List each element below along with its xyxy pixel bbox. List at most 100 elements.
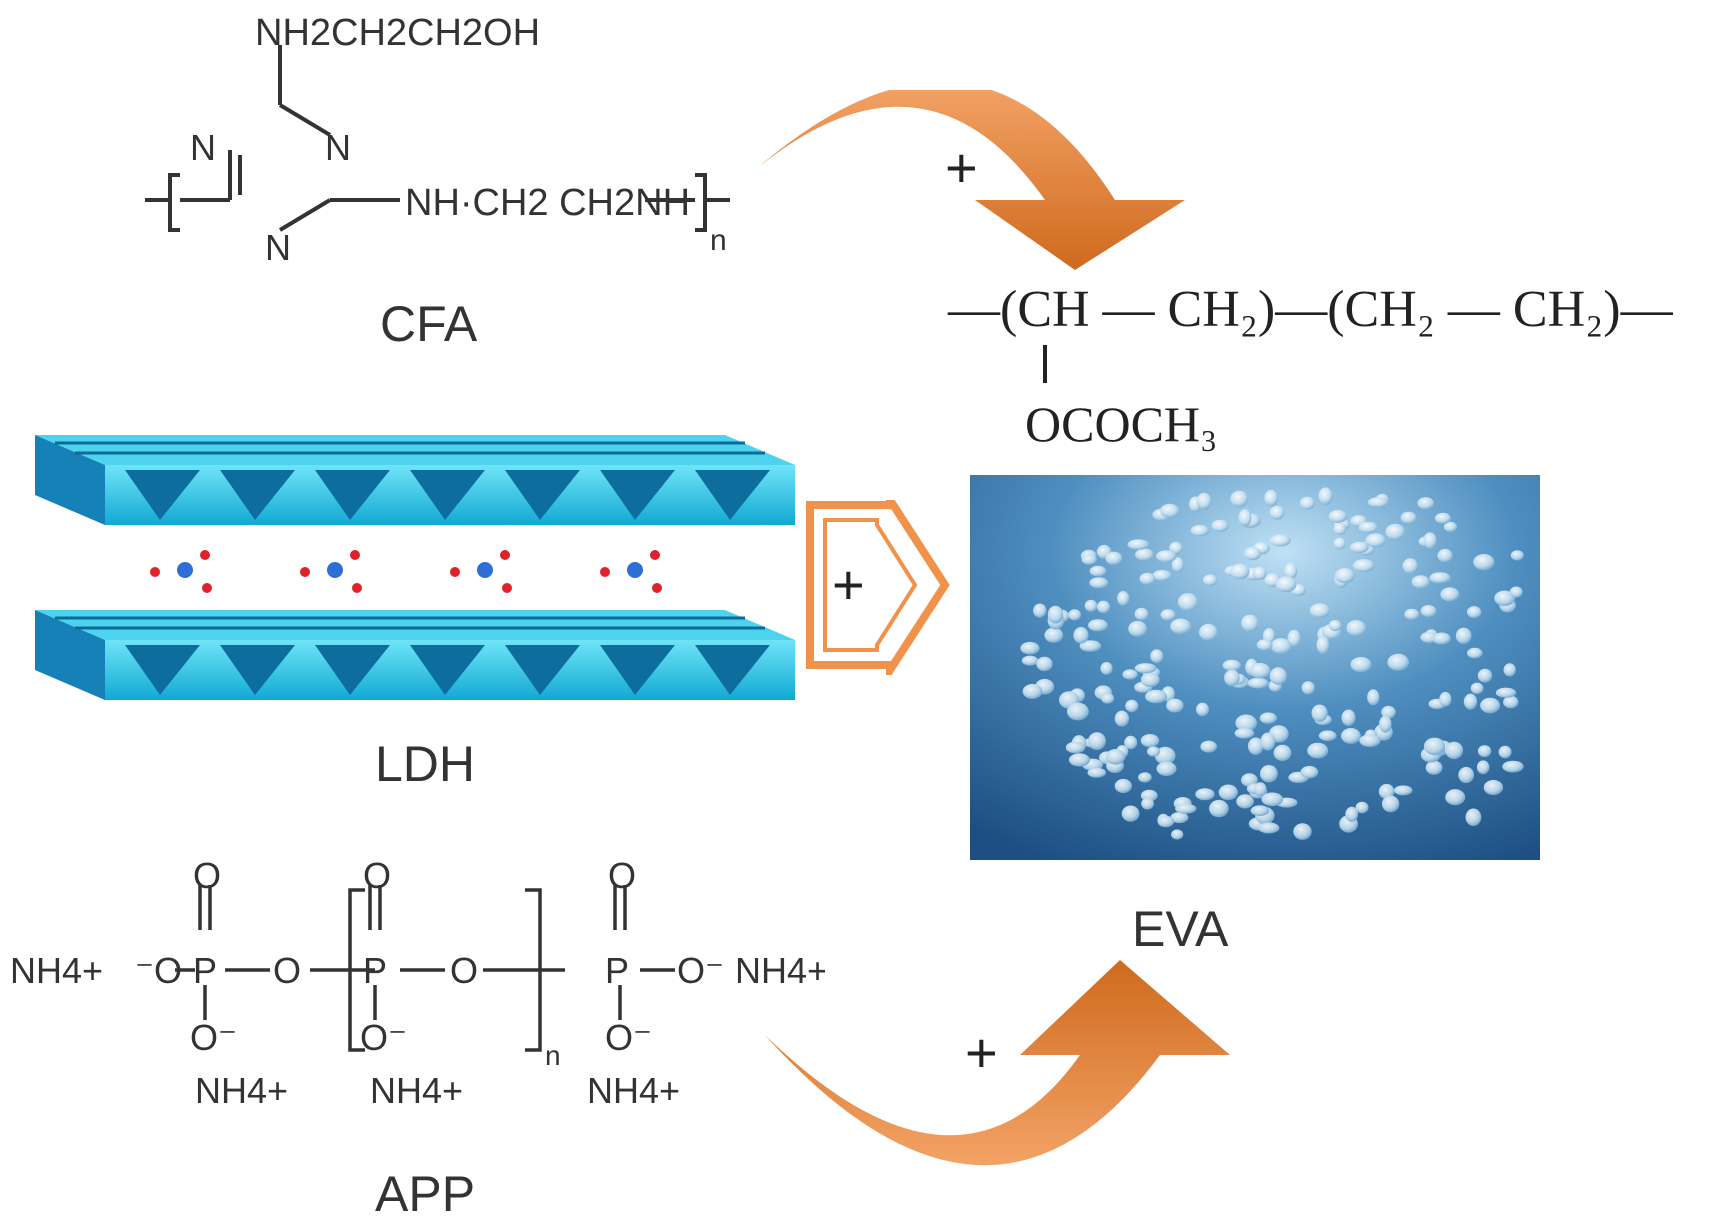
eva-pellet [1260, 765, 1278, 783]
ring-n-bottom: N [265, 227, 291, 268]
eva-pellet [1355, 801, 1369, 814]
eva-formula: —(CH — CH₂)—(CH₂ — CH₂)— [948, 281, 1673, 338]
eva-pellet [1079, 640, 1102, 652]
app-nh4-1: NH4+ [195, 1070, 288, 1110]
eva-pellet [1345, 806, 1359, 822]
eva-branch-bond [1043, 345, 1047, 383]
eva-pellet [1067, 702, 1089, 721]
eva-pellets-image [970, 475, 1540, 860]
eva-pellet [1250, 805, 1270, 816]
eva-pellet [1135, 548, 1154, 561]
eva-pellet [1222, 659, 1241, 671]
eva-pellet [1101, 693, 1115, 704]
eva-pellet [1253, 782, 1267, 797]
eva-pellet [1483, 779, 1504, 796]
app-o-minus-left: ⁻O [135, 950, 182, 991]
eva-pellet [1236, 794, 1254, 809]
eva-pellet [1273, 744, 1292, 761]
app-o-bridge-1: O [273, 950, 301, 991]
eva-pellet [1065, 741, 1086, 754]
eva-pellet [1020, 641, 1040, 655]
bottom-plus: + [965, 1021, 998, 1084]
eva-pellet [1199, 623, 1218, 641]
eva-pellet [1350, 541, 1369, 554]
cfa-repeat: n [710, 224, 727, 257]
eva-pellet [1229, 563, 1250, 580]
ring-n-right: N [325, 127, 351, 168]
eva-pellet [1100, 662, 1113, 675]
eva-pellet [1230, 490, 1249, 508]
eva-pellet [1341, 709, 1356, 726]
eva-pellet [1117, 591, 1130, 606]
app-nh4-left: NH4+ [10, 950, 103, 991]
eva-pellet [1154, 746, 1176, 765]
eva-pellet [1328, 620, 1342, 632]
eva-pellet [1270, 638, 1292, 654]
eva-pellet [1333, 537, 1346, 550]
eva-pellet [1259, 712, 1277, 724]
eva-pellet [1429, 572, 1451, 584]
eva-pellet [1175, 803, 1197, 814]
eva-pellet [1166, 698, 1184, 713]
eva-pellet [1235, 714, 1257, 732]
app-nh4-3: NH4+ [587, 1070, 680, 1110]
eva-pellet [1510, 550, 1524, 561]
eva-pellet [1341, 728, 1361, 744]
eva-pellet [1241, 614, 1259, 632]
eva-pellet [1244, 547, 1261, 561]
eva-pellet [1367, 497, 1389, 508]
eva-pellet [1477, 668, 1493, 683]
eva-pellet [1124, 735, 1138, 750]
eva-pellet [1036, 656, 1053, 672]
eva-pellet [1379, 715, 1392, 733]
eva-label: EVA [1132, 901, 1229, 957]
eva-pellet [1425, 760, 1443, 775]
eva-pellet [1498, 745, 1512, 759]
eva-pellet [1301, 681, 1315, 695]
eva-pellet [1105, 551, 1123, 565]
eva-pellet [1367, 689, 1380, 706]
eva-pellet [1196, 492, 1212, 510]
eva-pellet [1084, 599, 1098, 612]
eva-pellet [1170, 618, 1192, 635]
eva-pellet [1417, 497, 1435, 510]
eva-pellet [1443, 521, 1458, 532]
app-label: APP [375, 1166, 476, 1222]
eva-pellet [1411, 575, 1430, 589]
eva-pellet [1264, 489, 1278, 507]
eva-pellet [1494, 590, 1515, 606]
eva-pellet [1114, 778, 1132, 794]
eva-pellet [1318, 730, 1337, 741]
eva-pellet [1333, 522, 1347, 535]
eva-pellet [1509, 586, 1523, 598]
eva-pellet [1358, 521, 1378, 533]
cfa-side-chain: NH2CH2CH2OH [255, 12, 540, 54]
eva-pellet [1134, 663, 1157, 674]
eva-pellet [1247, 677, 1269, 689]
app-o-minus-2: O⁻ [360, 1017, 407, 1058]
eva-pellet [1022, 683, 1043, 699]
eva-pellet [1423, 532, 1437, 549]
ldh-structure [35, 435, 795, 700]
eva-pellet [1044, 627, 1064, 643]
eva-pellet [1311, 704, 1328, 722]
eva-pellet [1445, 741, 1464, 760]
eva-pellet [1385, 523, 1406, 540]
eva-pellet [1238, 509, 1252, 527]
eva-pellet [1171, 557, 1184, 573]
app-o-3: O [608, 860, 636, 896]
ldh-label: LDH [375, 736, 476, 792]
eva-branch: OCOCH₃ [1025, 396, 1218, 452]
eva-pellet [1171, 829, 1184, 840]
eva-pellet [1269, 505, 1285, 520]
eva-pellet [1249, 662, 1271, 679]
app-p-2: P [363, 950, 387, 991]
top-curved-arrow [755, 90, 1185, 270]
eva-pellet [1134, 607, 1149, 621]
eva-pellet [1480, 697, 1501, 714]
eva-pellet [1096, 600, 1111, 614]
cfa-label: CFA [380, 296, 478, 352]
eva-pellet [1068, 753, 1091, 767]
eva-pellet [1455, 627, 1472, 644]
eva-pellet [1145, 689, 1168, 704]
